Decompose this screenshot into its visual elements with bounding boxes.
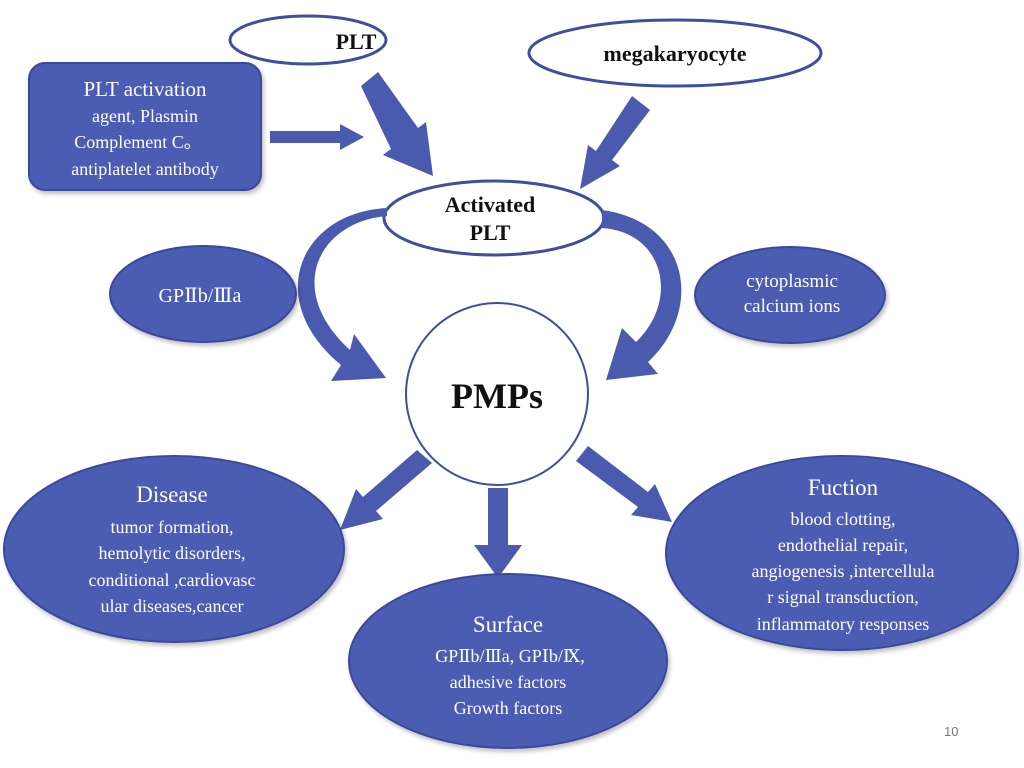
activation-agent-node: PLT activation agent, Plasmin Complement… <box>28 62 262 191</box>
surface-title: Surface <box>473 612 543 637</box>
disease-line-3: conditional ,cardiovasc <box>89 570 256 590</box>
function-line-5: inflammatory responses <box>757 614 929 634</box>
surface-node: Surface GPⅡb/Ⅲa, GPⅠb/Ⅸ, adhesive factor… <box>348 573 668 749</box>
disease-line-4: ular diseases,cancer <box>101 596 244 616</box>
disease-line-2: hemolytic disorders, <box>99 543 246 563</box>
function-line-2: endothelial repair, <box>778 535 908 555</box>
activated-plt-node: Activated PLT <box>382 179 606 257</box>
surface-line-1: GPⅡb/Ⅲa, GPⅠb/Ⅸ, <box>435 646 585 666</box>
megakaryocyte-node: megakaryocyte <box>527 18 823 88</box>
calcium-line-1: cytoplasmic <box>746 271 838 292</box>
arrow-megakaryocyte-to-activated <box>580 96 650 189</box>
arrow-agent-to-plt <box>270 124 364 150</box>
arrow-pmps-to-surface <box>474 488 522 578</box>
disease-title: Disease <box>136 482 208 507</box>
pmps-node: PMPs <box>405 302 589 486</box>
calcium-node: cytoplasmic calcium ions <box>694 246 886 344</box>
disease-line-1: tumor formation, <box>111 517 234 537</box>
function-line-1: blood clotting, <box>791 509 896 529</box>
gp-label: GPⅡb/Ⅲa <box>159 285 242 307</box>
disease-node: Disease tumor formation, hemolytic disor… <box>3 455 345 643</box>
plt-node: PLT <box>228 14 388 66</box>
gp-node: GPⅡb/Ⅲa <box>109 245 297 343</box>
plt-label: PLT <box>336 29 377 54</box>
function-line-4: r signal transduction, <box>767 587 918 607</box>
arrow-pmps-to-disease <box>340 450 432 530</box>
curved-arrow-right <box>602 210 682 380</box>
activation-line-3: Complement C。 <box>74 132 202 152</box>
function-node: Fuction blood clotting, endothelial repa… <box>665 455 1019 651</box>
surface-line-3: Growth factors <box>454 698 562 718</box>
arrow-plt-to-activated <box>361 72 433 176</box>
activation-line-4: antiplatelet antibody <box>71 159 218 179</box>
megakaryocyte-label: megakaryocyte <box>604 41 747 66</box>
page-number: 10 <box>944 724 959 739</box>
pmps-label: PMPs <box>451 376 543 416</box>
arrow-pmps-to-function <box>576 446 672 522</box>
activated-line-1: Activated <box>445 192 535 217</box>
calcium-line-2: calcium ions <box>744 296 841 317</box>
activation-line-2: agent, Plasmin <box>92 106 198 126</box>
curved-arrow-left <box>297 208 387 381</box>
function-line-3: angiogenesis ,intercellula <box>752 561 935 581</box>
activation-line-1: PLT activation <box>83 77 207 101</box>
activated-line-2: PLT <box>470 220 511 245</box>
function-title: Fuction <box>808 475 879 500</box>
surface-line-2: adhesive factors <box>450 672 566 692</box>
